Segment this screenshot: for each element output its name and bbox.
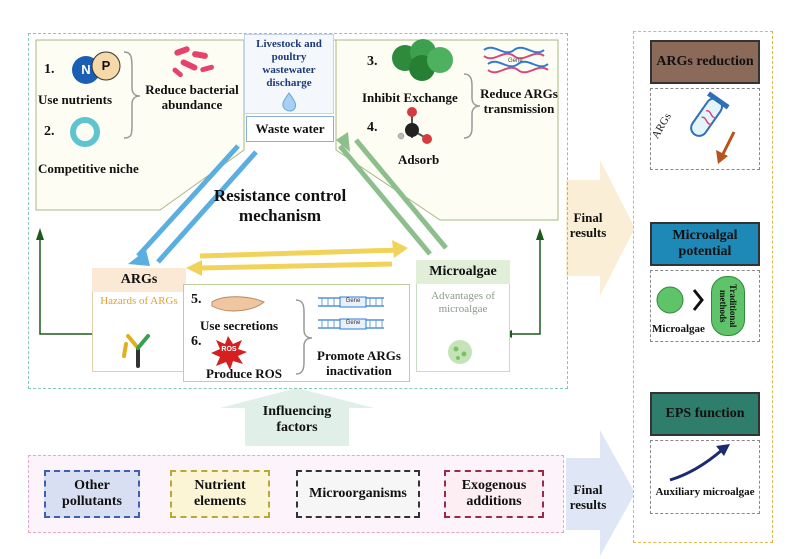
- final-results-arrow-bottom: [566, 430, 635, 556]
- result-eps-function-title: EPS function: [650, 392, 760, 436]
- result-eps-function-box: [650, 440, 760, 514]
- result-microalgal-potential-title: Microalgal potential: [650, 222, 760, 266]
- result-microalgal-potential-box: [650, 270, 760, 342]
- item2-number: 2.: [44, 124, 55, 139]
- microalgae-node-subtitle: Advantages of microalgae: [431, 290, 495, 315]
- waste-water-label: Waste water: [246, 116, 334, 142]
- result-microalgae-caption: Microalgae: [652, 323, 705, 335]
- args-node-title: ARGs: [92, 268, 186, 292]
- ros-label: ROS: [221, 346, 237, 353]
- mechanism-container: [28, 33, 568, 389]
- item1-label: Use nutrients: [38, 92, 113, 107]
- bottom-result: Promote ARGs inactivation: [317, 348, 401, 378]
- traditional-methods-pill: Traditional methods: [711, 276, 745, 336]
- gene-label-bottom-2: Gene: [345, 320, 361, 326]
- final-results-arrow-top: [566, 160, 635, 296]
- args-node-subtitle: Hazards of ARGs: [100, 295, 178, 307]
- result-args-reduction-title: ARGs reduction: [650, 40, 760, 84]
- factor-exogenous-additions: Exogenous additions: [444, 470, 544, 518]
- left-result: Reduce bacterial abundance: [145, 82, 239, 112]
- center-title: Resistance control mechanism: [213, 186, 347, 225]
- item1-number: 1.: [44, 62, 55, 77]
- item3-number: 3.: [367, 54, 378, 69]
- factor-nutrient-elements: Nutrient elements: [170, 470, 270, 518]
- influencing-label: Influencing factors: [262, 404, 332, 435]
- item6-label: Produce ROS: [206, 366, 282, 381]
- nutrient-p-letter: P: [101, 58, 111, 73]
- final-results-label-bottom: Final results: [569, 482, 607, 512]
- item2-label: Competitive niche: [38, 161, 139, 176]
- right-result: Reduce ARGs transmission: [480, 86, 558, 116]
- factor-microorganisms: Microorganisms: [296, 470, 420, 518]
- item3-label: Inhibit Exchange: [362, 90, 458, 105]
- microalgae-node-title: Microalgae: [416, 260, 510, 284]
- gene-label-bottom-1: Gene: [345, 298, 361, 304]
- result-eps-caption: Auxiliary microalgae: [655, 486, 755, 498]
- nutrient-n-letter: N: [81, 62, 91, 77]
- item5-label: Use secretions: [200, 318, 279, 333]
- factor-other-pollutants: Other pollutants: [44, 470, 140, 518]
- item5-number: 5.: [191, 292, 202, 307]
- item6-number: 6.: [191, 334, 202, 349]
- result-args-reduction-box: [650, 88, 760, 170]
- final-results-label-top: Final results: [569, 210, 607, 240]
- item4-number: 4.: [367, 120, 378, 135]
- gene-label-right: Gene: [508, 58, 523, 64]
- item4-label: Adsorb: [398, 152, 440, 167]
- influencing-arrow: [220, 388, 374, 446]
- waste-water-source-text: Livestock and poultry wastewater dischar…: [256, 38, 322, 89]
